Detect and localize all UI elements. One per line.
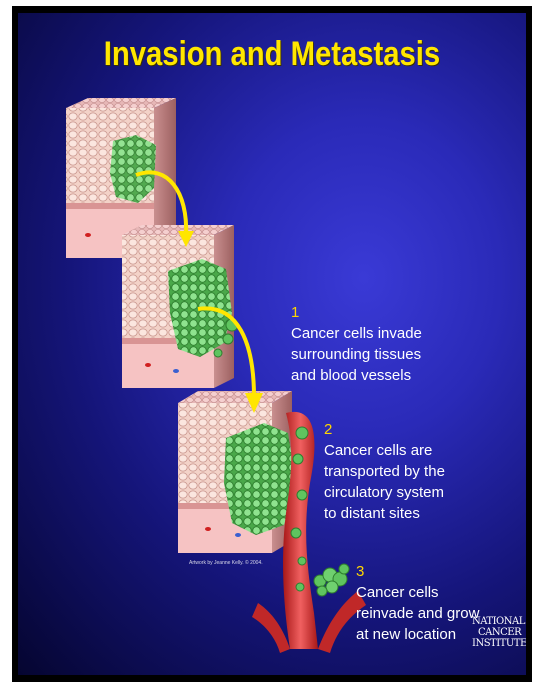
logo-line-3: INSTITUTE [472, 638, 524, 649]
step-3-number: 3 [356, 562, 479, 582]
logo-line-1: NATIONAL [472, 616, 524, 627]
step-3-line-1: Cancer cells [356, 582, 479, 603]
step-3-line-3: at new location [356, 624, 479, 645]
step-1-label: 1 Cancer cells invade surrounding tissue… [291, 303, 422, 386]
logo-line-2: CANCER [472, 627, 524, 638]
tissue-block-2 [122, 225, 238, 388]
step-1-line-2: surrounding tissues [291, 344, 422, 365]
step-1-number: 1 [291, 303, 422, 323]
step-3-line-2: reinvade and grow [356, 603, 479, 624]
step-2-line-1: Cancer cells are [324, 440, 445, 461]
step-2-number: 2 [324, 420, 445, 440]
step-2-line-2: transported by the [324, 461, 445, 482]
metastatic-cluster [314, 564, 349, 596]
step-2-line-3: circulatory system [324, 482, 445, 503]
step-2-line-4: to distant sites [324, 503, 445, 524]
step-1-line-3: and blood vessels [291, 365, 422, 386]
step-2-label: 2 Cancer cells are transported by the ci… [324, 420, 445, 524]
slide: Invasion and Metastasis [18, 13, 526, 675]
nci-logo: NATIONAL CANCER INSTITUTE [472, 616, 524, 672]
step-3-label: 3 Cancer cells reinvade and grow at new … [356, 562, 479, 645]
tissue-block-3 [178, 391, 296, 553]
artwork-credit: Artwork by Jeanne Kelly. © 2004. [189, 560, 263, 566]
step-1-line-1: Cancer cells invade [291, 323, 422, 344]
